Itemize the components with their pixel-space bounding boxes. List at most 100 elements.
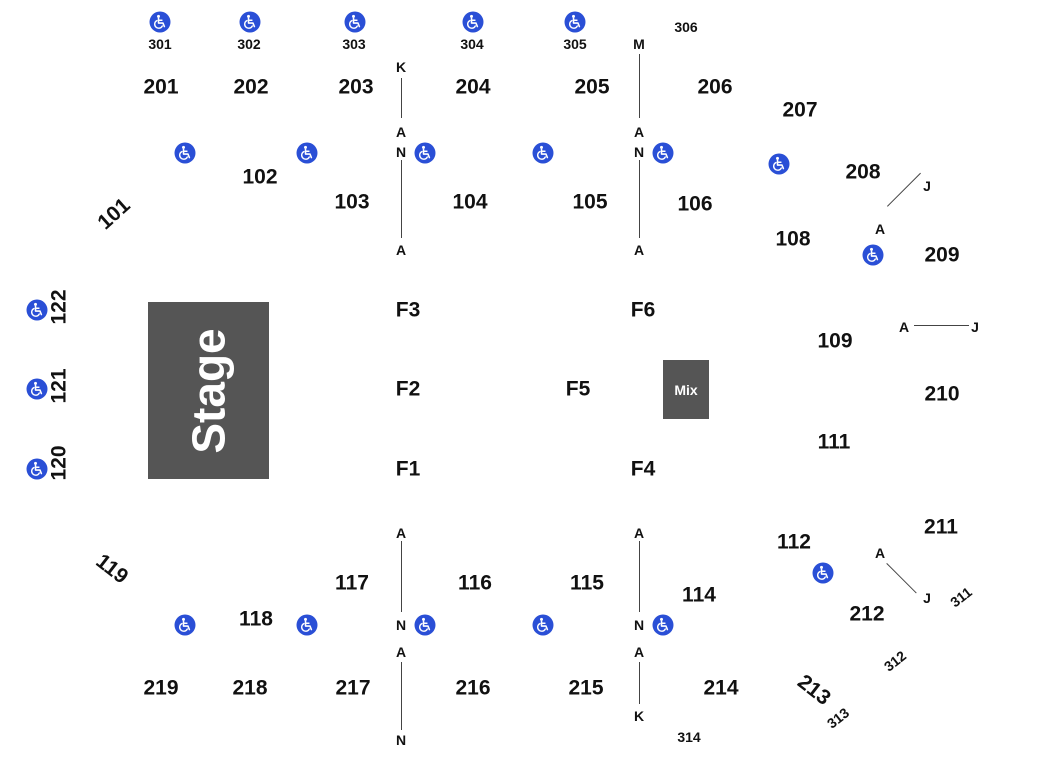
row-label-K: K [395,59,407,75]
section-306[interactable]: 306 [674,19,698,35]
section-213[interactable]: 213 [793,670,835,710]
wheelchair-icon[interactable] [862,244,884,266]
section-112[interactable]: 112 [777,530,811,554]
aisle-line [639,541,640,612]
section-114[interactable]: 114 [682,583,716,607]
section-106[interactable]: 106 [677,192,713,216]
section-313[interactable]: 313 [823,704,853,732]
mix-position: Mix [663,360,709,419]
floor-section-F5[interactable]: F5 [565,377,591,401]
wheelchair-icon[interactable] [174,142,196,164]
section-109[interactable]: 109 [817,329,853,353]
floor-section-F2[interactable]: F2 [395,377,421,401]
mix-label: Mix [674,381,698,398]
row-label-A: A [633,525,645,541]
section-116[interactable]: 116 [458,571,492,595]
wheelchair-icon[interactable] [652,142,674,164]
section-216[interactable]: 216 [455,676,491,700]
section-208[interactable]: 208 [845,160,881,184]
row-label-A: A [395,242,407,258]
row-label-J: J [923,178,931,194]
wheelchair-icon[interactable] [564,11,586,33]
section-120[interactable]: 120 [47,445,71,481]
wheelchair-icon[interactable] [26,378,48,400]
section-121[interactable]: 121 [47,368,71,404]
section-217[interactable]: 217 [335,676,371,700]
row-label-N: N [395,617,407,633]
section-218[interactable]: 218 [232,676,268,700]
section-301[interactable]: 301 [148,36,172,52]
section-108[interactable]: 108 [775,227,811,251]
section-207[interactable]: 207 [782,98,818,122]
section-201[interactable]: 201 [143,75,179,99]
section-305[interactable]: 305 [563,36,587,52]
section-311[interactable]: 311 [947,583,975,611]
aisle-line [887,172,921,207]
row-label-A: A [874,545,886,561]
section-214[interactable]: 214 [703,676,739,700]
floor-section-F6[interactable]: F6 [630,298,656,322]
section-302[interactable]: 302 [237,36,261,52]
section-117[interactable]: 117 [335,571,369,595]
row-label-N: N [633,617,645,633]
aisle-line [401,78,402,118]
section-204[interactable]: 204 [455,75,491,99]
wheelchair-icon[interactable] [462,11,484,33]
section-209[interactable]: 209 [924,243,960,267]
section-119[interactable]: 119 [91,549,133,589]
aisle-line [401,662,402,730]
section-111[interactable]: 111 [817,430,851,454]
wheelchair-icon[interactable] [296,142,318,164]
section-103[interactable]: 103 [334,190,370,214]
section-105[interactable]: 105 [572,190,608,214]
floor-section-F4[interactable]: F4 [630,457,656,481]
section-203[interactable]: 203 [338,75,374,99]
aisle-line [886,563,917,594]
section-122[interactable]: 122 [47,289,71,325]
wheelchair-icon[interactable] [652,614,674,636]
section-212[interactable]: 212 [849,602,885,626]
section-211[interactable]: 211 [924,515,958,539]
wheelchair-icon[interactable] [149,11,171,33]
wheelchair-icon[interactable] [414,142,436,164]
wheelchair-icon[interactable] [344,11,366,33]
aisle-line [914,325,969,326]
section-118[interactable]: 118 [239,607,273,631]
row-label-A: A [633,644,645,660]
wheelchair-icon[interactable] [26,299,48,321]
aisle-line [639,662,640,704]
section-101[interactable]: 101 [93,193,135,235]
row-label-A: A [898,319,910,335]
wheelchair-icon[interactable] [532,614,554,636]
section-206[interactable]: 206 [697,75,733,99]
section-102[interactable]: 102 [242,165,278,189]
section-210[interactable]: 210 [924,382,960,406]
wheelchair-icon[interactable] [296,614,318,636]
floor-section-F3[interactable]: F3 [395,298,421,322]
floor-section-F1[interactable]: F1 [395,457,421,481]
row-label-A: A [395,525,407,541]
stage-label: Stage [182,327,235,454]
wheelchair-icon[interactable] [532,142,554,164]
section-202[interactable]: 202 [233,75,269,99]
section-312[interactable]: 312 [880,647,910,675]
section-314[interactable]: 314 [677,729,701,745]
row-label-J: J [971,319,979,335]
wheelchair-icon[interactable] [812,562,834,584]
section-115[interactable]: 115 [570,571,604,595]
section-303[interactable]: 303 [342,36,366,52]
wheelchair-icon[interactable] [414,614,436,636]
section-215[interactable]: 215 [568,676,604,700]
section-104[interactable]: 104 [452,190,488,214]
wheelchair-icon[interactable] [239,11,261,33]
wheelchair-icon[interactable] [26,458,48,480]
wheelchair-icon[interactable] [174,614,196,636]
aisle-line [401,541,402,612]
section-205[interactable]: 205 [574,75,610,99]
wheelchair-icon[interactable] [768,153,790,175]
section-219[interactable]: 219 [143,676,179,700]
section-304[interactable]: 304 [460,36,484,52]
row-label-M: M [633,36,645,52]
aisle-line [401,160,402,238]
